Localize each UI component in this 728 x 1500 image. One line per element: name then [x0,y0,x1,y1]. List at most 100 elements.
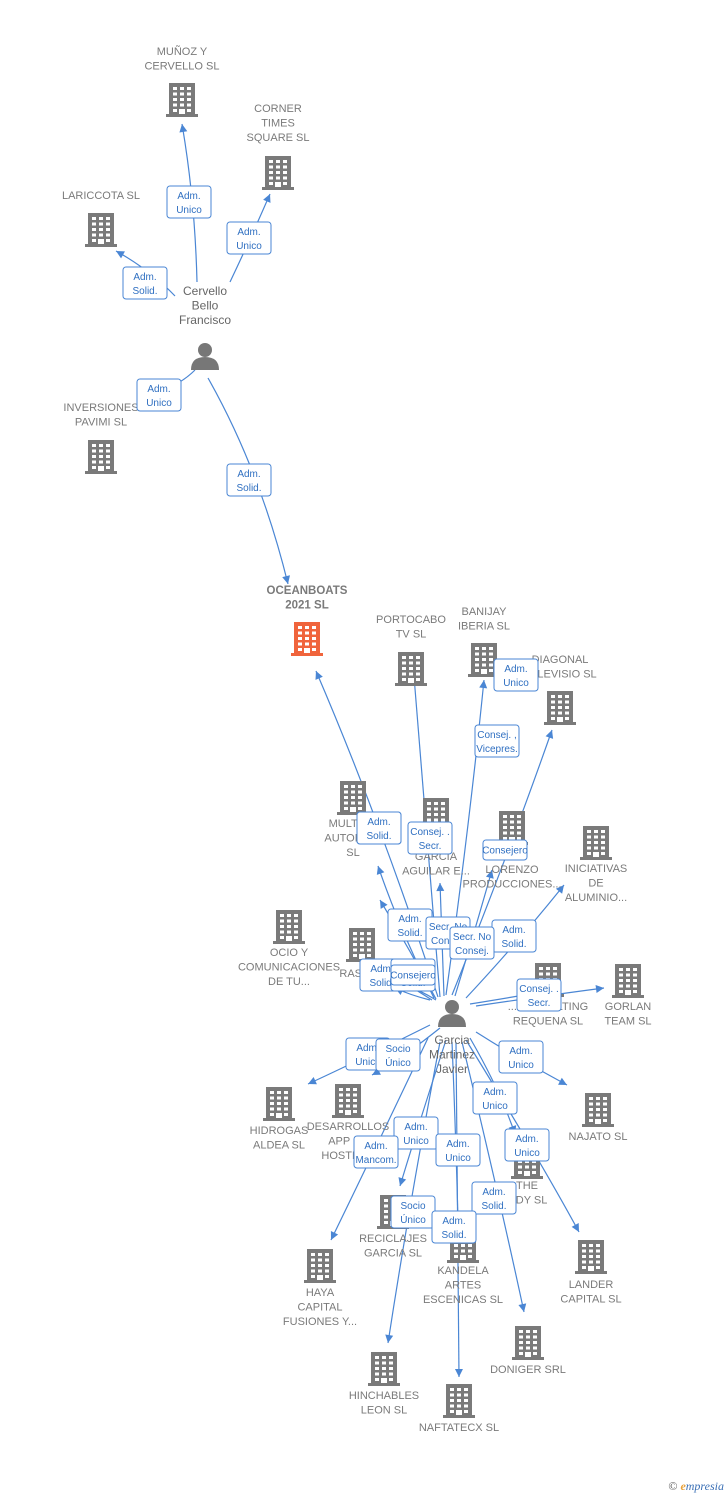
arrowhead [282,575,290,584]
building-icon[interactable] [166,83,198,117]
role-label: Adm.Mancom. [355,1141,396,1166]
building-icon[interactable] [262,156,294,190]
building-icon[interactable] [346,928,378,962]
building-icon[interactable] [612,964,644,998]
brand-logo: empresia [680,1479,724,1493]
role-badge[interactable]: Consej. .Secr. [407,821,453,855]
building-icon[interactable] [273,910,305,944]
role-label: Adm.Unico [146,384,172,409]
role-label: Adm.Unico [236,227,262,252]
role-badge[interactable]: Adm.Solid. [471,1181,517,1215]
building-icon[interactable] [332,1084,364,1118]
building-icon[interactable] [337,781,369,815]
building-icon[interactable] [395,652,427,686]
arrowhead [398,1177,407,1186]
building-icon[interactable] [580,826,612,860]
role-label: Adm.Solid. [441,1216,466,1241]
building-icon[interactable] [468,643,500,677]
role-label: Adm.Unico [482,1087,508,1112]
building-icon[interactable] [368,1352,400,1386]
role-badge[interactable]: Consej. .Secr. [516,978,562,1012]
building-icon[interactable] [443,1384,475,1418]
building-icon[interactable] [263,1087,295,1121]
role-badge[interactable]: Adm.Solid. [491,919,537,953]
role-badge[interactable]: Adm.Solid. [122,266,168,300]
arrowhead [595,985,604,993]
building-icon[interactable] [512,1326,544,1360]
arrowhead [380,900,388,909]
building-icon[interactable] [304,1249,336,1283]
role-label: Adm.Solid. [369,964,394,989]
role-badge[interactable]: Adm.Unico [136,378,182,412]
company-name: NAJATO SL [569,1131,628,1143]
role-badge[interactable]: Adm.Unico [435,1133,481,1167]
building-icon[interactable] [85,440,117,474]
role-badge[interactable]: Adm.Unico [472,1081,518,1115]
building-icon[interactable] [582,1093,614,1127]
building-icon[interactable] [544,691,576,725]
role-label: Adm.Solid. [366,817,391,842]
role-badge[interactable]: Adm.Solid. [387,908,433,942]
role-badge[interactable]: Adm.Unico [498,1040,544,1074]
arrowhead [372,1067,381,1075]
role-badge[interactable]: Consej. ,Vicepres. [474,724,520,758]
person-icon[interactable] [191,343,219,370]
role-badge[interactable]: Adm.Solid. [356,811,402,845]
building-icon[interactable] [291,622,323,656]
arrowhead [479,680,488,689]
role-label: Adm.Unico [445,1139,471,1164]
role-label: Adm.Unico [514,1134,540,1159]
arrowhead [545,730,554,739]
role-label: Consej. ,Vicepres. [476,730,518,755]
role-badge[interactable]: Consejero [390,964,436,986]
role-badge[interactable]: Adm.Unico [504,1128,550,1162]
role-label: Adm.Solid. [397,914,422,939]
arrowhead [485,870,494,879]
person-icon[interactable] [438,1000,466,1027]
building-icon[interactable] [85,213,117,247]
role-label: Adm.Solid. [236,469,261,494]
arrowhead [315,671,323,680]
copyright-icon: © [668,1479,678,1493]
role-badge[interactable]: Adm.Unico [166,185,212,219]
role-badge[interactable]: Adm.Solid. [431,1210,477,1244]
arrowhead [330,1231,339,1240]
role-badge[interactable]: Adm.Unico [393,1116,439,1150]
role-badge[interactable]: Adm.Unico [226,221,272,255]
arrowhead [308,1077,317,1085]
footer-brand[interactable]: ©empresia [668,1479,724,1494]
role-label: Consejero [390,971,436,982]
arrowhead [376,866,385,875]
role-badge[interactable]: Adm.Mancom. [353,1135,399,1169]
role-label: Consej. .Secr. [410,827,449,852]
role-badge[interactable]: Adm.Unico [493,658,539,692]
role-label: Adm.Unico [355,1043,381,1068]
role-label: Adm.Unico [508,1046,534,1071]
role-badge[interactable]: Adm.Solid. [226,463,272,497]
building-icon[interactable] [575,1240,607,1274]
role-label: Adm.Solid. [132,272,157,297]
role-badge[interactable]: Consejero [482,839,528,861]
role-label: Consej. .Secr. [519,984,558,1009]
arrowhead [558,1077,567,1085]
arrowhead [555,885,564,894]
